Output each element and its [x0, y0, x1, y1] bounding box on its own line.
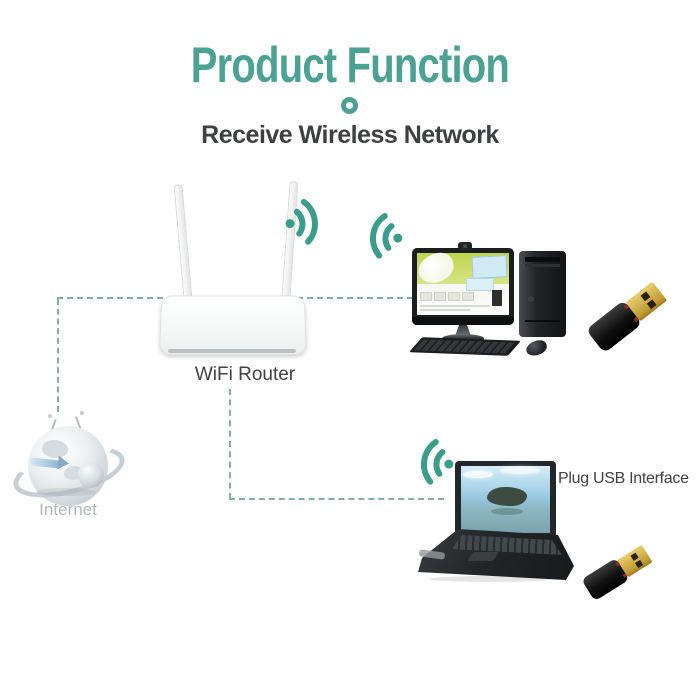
monitor-bezel [412, 317, 514, 325]
dashed-connector-internet-vertical [57, 299, 59, 412]
tower-drive-bay [525, 257, 560, 262]
usb-wifi-adapter-icon [581, 541, 657, 601]
screen-thumbnail [462, 292, 474, 301]
wifi-signal-icon [358, 207, 409, 265]
internet-label: Internet [18, 500, 118, 520]
page-subtitle: Receive Wireless Network [0, 121, 700, 150]
screen-thumbnail [492, 290, 502, 306]
screen-thumbnail [448, 292, 460, 301]
keyboard-icon [409, 337, 521, 356]
mouse-icon [524, 338, 548, 358]
wifi-signal-icon [280, 194, 329, 250]
router-label: WiFi Router [160, 364, 330, 386]
router-base-shadow [168, 349, 296, 353]
screen-panel [471, 255, 507, 279]
wifi-signal-icon [409, 433, 460, 491]
screen-text-line [420, 305, 490, 307]
mini-globe-icon [78, 462, 104, 488]
laptop-screen-island [487, 487, 527, 506]
dashed-connector-router-laptop [229, 498, 444, 500]
globe-strut-tip [48, 414, 52, 418]
laptop-screen-reflection [491, 508, 523, 515]
ring-bullet-icon [341, 97, 358, 114]
page-title-text: Product Function [191, 36, 509, 94]
laptop-screen-cloud [500, 467, 540, 474]
screen-thumbnail [434, 292, 446, 301]
plug-usb-label: Plug USB Interface [558, 470, 700, 488]
screen-thumbnail [420, 292, 432, 301]
screen-text-line [420, 309, 470, 311]
tower-power-button [528, 296, 534, 302]
tower-vent [525, 320, 560, 322]
page-title: Product Function [0, 36, 700, 94]
tower-drive-bay [525, 264, 560, 267]
webcam-icon [458, 242, 472, 250]
wifi-router-icon [159, 296, 307, 355]
globe-strut-tip [80, 411, 84, 415]
screen-panel [466, 278, 494, 291]
globe-shadow [36, 488, 96, 496]
dashed-connector-router-vertical [229, 389, 231, 499]
globe-arrow-head [57, 455, 69, 470]
laptop-screen-cloud [463, 471, 493, 478]
usb-wifi-adapter-icon [586, 277, 672, 354]
router-antenna-left [173, 184, 193, 305]
